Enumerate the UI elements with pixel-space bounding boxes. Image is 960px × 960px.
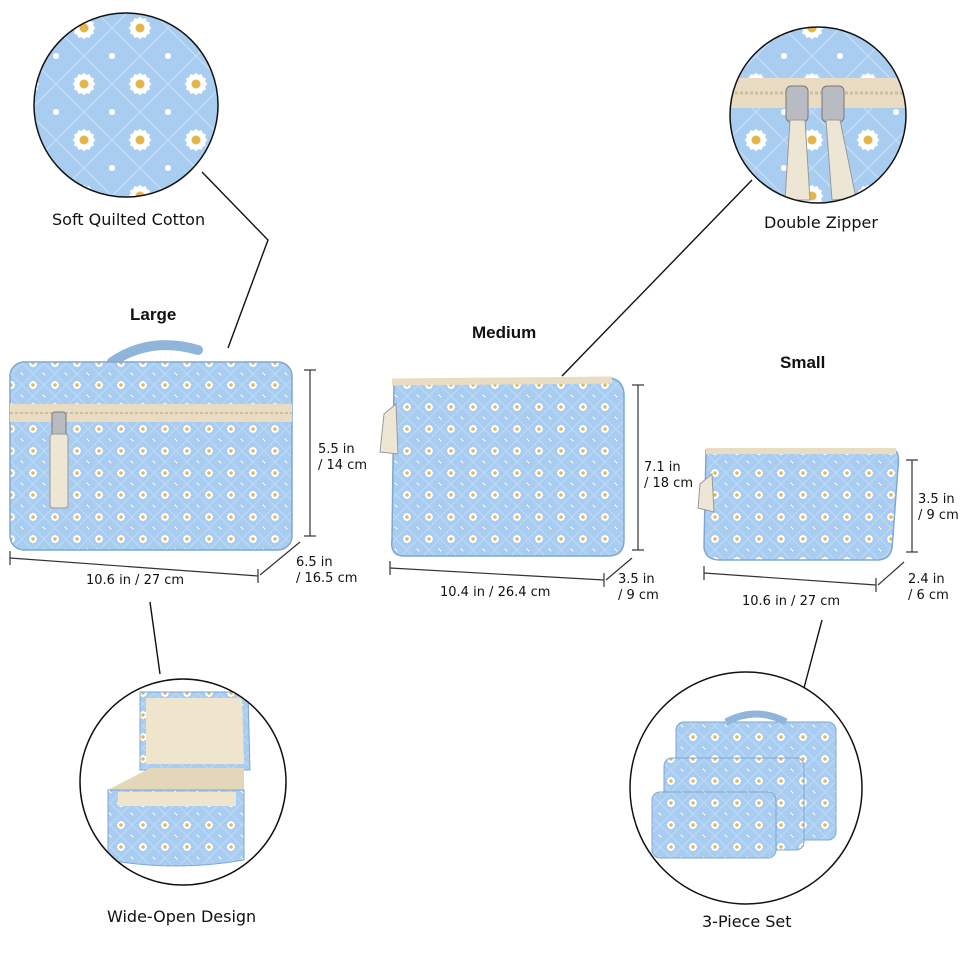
small-height-cm: / 9 cm [918,508,959,523]
leader-lines [149,171,823,689]
large-width: 10.6 in / 27 cm [86,573,185,588]
medium-title: Medium [472,323,537,342]
small-bag-image [697,448,900,561]
fabric-feature-label: Soft Quilted Cotton [52,210,206,229]
small-width: 10.6 in / 27 cm [742,594,841,609]
medium-bag-image [379,376,625,557]
large-height-in: 5.5 in [318,442,355,457]
medium-height-in: 7.1 in [644,460,681,475]
large-title: Large [130,305,177,324]
large-height: 5.5 in / 14 cm [318,442,367,474]
small-title: Small [780,353,826,372]
medium-width: 10.4 in / 26.4 cm [440,585,551,600]
medium-depth-in: 3.5 in [618,572,655,587]
set-feature-label: 3-Piece Set [702,912,792,931]
large-depth: 6.5 in / 16.5 cm [296,555,357,587]
fabric-closeup-circle [33,12,219,198]
zipper-closeup-circle [729,26,907,204]
small-depth: 2.4 in / 6 cm [908,572,949,604]
large-bag-image [9,340,293,551]
wide-open-circle [79,678,287,886]
large-depth-in: 6.5 in [296,555,333,570]
small-depth-cm: / 6 cm [908,588,949,603]
medium-depth: 3.5 in / 9 cm [618,572,659,604]
small-height: 3.5 in / 9 cm [918,492,959,524]
small-depth-in: 2.4 in [908,572,945,587]
open-feature-label: Wide-Open Design [107,907,257,926]
small-height-in: 3.5 in [918,492,955,507]
large-height-cm: / 14 cm [318,458,367,473]
large-depth-cm: / 16.5 cm [296,571,358,586]
medium-height: 7.1 in / 18 cm [644,460,693,492]
medium-depth-cm: / 9 cm [618,588,659,603]
zipper-feature-label: Double Zipper [764,213,878,232]
set-circle [629,671,863,905]
medium-height-cm: / 18 cm [644,476,693,491]
dimension-lines [9,369,918,592]
